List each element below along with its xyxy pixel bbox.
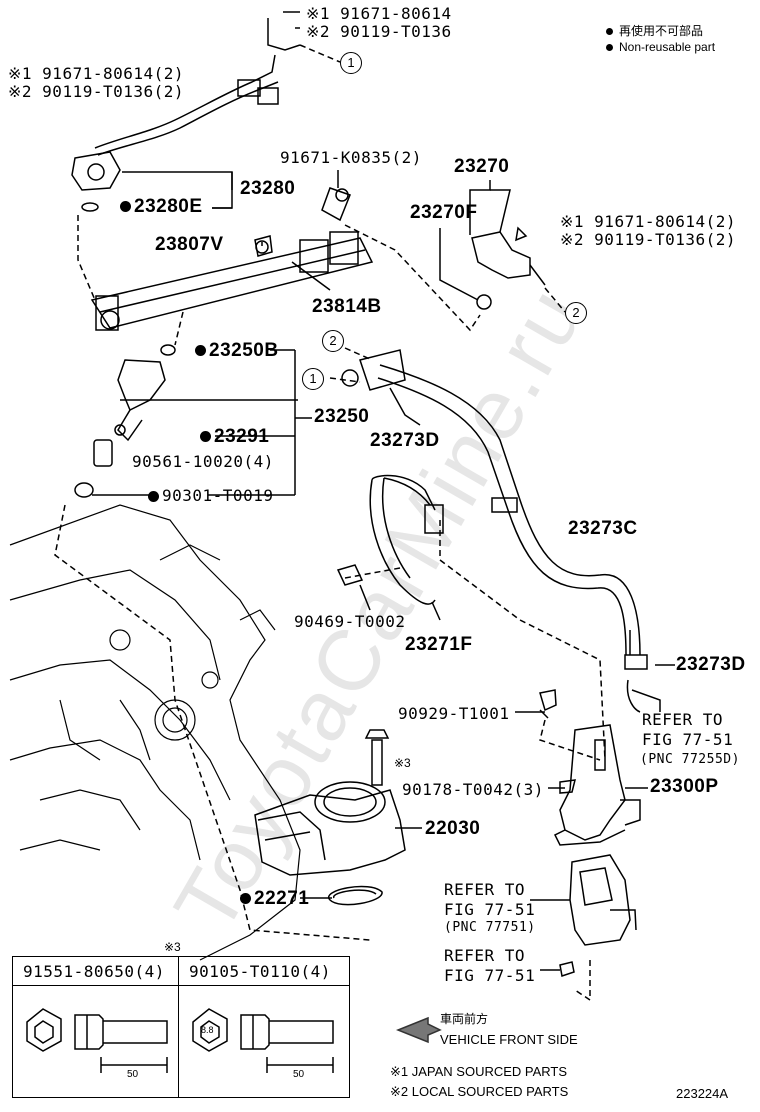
bolt-drawings	[26, 1008, 334, 1073]
label-23807V: 23807V	[155, 234, 224, 255]
label-refer-2a: REFER TO	[444, 880, 526, 899]
label-23270F: 23270F	[410, 202, 478, 223]
label-bolt-left-2: ※2 90119-T0136(2)	[8, 82, 185, 101]
label-90178-T0042: 90178-T0042(3)	[402, 780, 544, 799]
label-23814B: 23814B	[312, 296, 382, 317]
label-refer-3b: FIG 77-51	[444, 966, 536, 985]
front-side-en: VEHICLE FRONT SIDE	[440, 1032, 578, 1047]
injector	[117, 359, 166, 412]
note-local-sourced: ※2 LOCAL SOURCED PARTS	[390, 1084, 569, 1099]
label-23300P: 23300P	[650, 776, 719, 797]
fuel-pipe-bracket	[267, 18, 301, 51]
label-90561-10020: 90561-10020(4)	[132, 452, 274, 471]
label-bolt-top-1: ※1 91671-80614	[306, 4, 452, 23]
label-refer-3a: REFER TO	[444, 946, 526, 965]
label-refer-1c: (PNC 77255D)	[640, 752, 740, 767]
label-23250B: 23250B	[195, 340, 279, 362]
hose-23271F	[369, 479, 436, 605]
vacuum-tank-23300P	[559, 724, 626, 841]
label-23271F: 23271F	[405, 634, 473, 655]
label-22030: 22030	[425, 818, 481, 839]
throttle-body	[254, 789, 406, 876]
label-23280: 23280	[240, 178, 296, 199]
sensor-23270	[471, 231, 531, 279]
callout-1-top: 1	[340, 52, 362, 74]
note-japan-sourced: ※1 JAPAN SOURCED PARTS	[390, 1064, 568, 1079]
callout-2-right: 2	[565, 302, 587, 324]
label-23273D-upper: 23273D	[370, 430, 440, 451]
label-22271: 22271	[240, 888, 309, 910]
label-refer-1b: FIG 77-51	[642, 730, 734, 749]
label-bolt-left-1: ※1 91671-80614(2)	[8, 64, 185, 83]
label-91671-K0835: 91671-K0835(2)	[280, 148, 422, 167]
bolt-dim-2: 50	[293, 1069, 305, 1080]
bolt-table-col1: 91551-80650(4)	[23, 962, 165, 981]
hose-23273C	[379, 364, 641, 656]
label-23273D-lower: 23273D	[676, 654, 746, 675]
engine-block	[9, 504, 301, 961]
bolt-table-mark: ※3	[164, 940, 181, 954]
front-side-jp: 車両前方	[440, 1012, 489, 1026]
label-23280E: 23280E	[120, 196, 203, 218]
front-arrow	[395, 1016, 442, 1044]
legend-nonreusable-en: Non-reusable part	[606, 40, 715, 54]
fuel-pipe-top	[94, 54, 276, 149]
label-23291: 23291	[200, 426, 269, 448]
bolt-head-mark: 8.8	[201, 1025, 214, 1035]
bolt-table: 91551-80650(4) 90105-T0110(4) 50 50 8.8	[12, 956, 350, 1098]
label-refer-1a: REFER TO	[642, 710, 724, 729]
label-refer-2b: FIG 77-51	[444, 900, 536, 919]
callout-2-left: 2	[322, 330, 344, 352]
label-bolt-top-2: ※2 90119-T0136	[306, 22, 452, 41]
ecu-bracket	[569, 854, 631, 946]
label-90469-T0002: 90469-T0002	[294, 612, 406, 631]
label-90301-T0019: 90301-T0019	[148, 486, 273, 505]
figure-id: 223224A	[676, 1086, 729, 1101]
fuel-rail	[90, 237, 374, 329]
label-23273C: 23273C	[568, 518, 638, 539]
label-bolt-right-2: ※2 90119-T0136(2)	[560, 230, 737, 249]
label-23250: 23250	[314, 406, 370, 427]
label-23270: 23270	[454, 156, 510, 177]
label-bolt-right-1: ※1 91671-80614(2)	[560, 212, 737, 231]
sensor-23280	[71, 151, 121, 191]
label-bolt-3: ※3	[394, 756, 411, 770]
label-90929-T1001: 90929-T1001	[398, 704, 510, 723]
label-refer-2c: (PNC 77751)	[444, 920, 536, 935]
legend-nonreusable-jp: 再使用不可部品	[606, 22, 703, 39]
bolt-table-col2: 90105-T0110(4)	[189, 962, 331, 981]
callout-1-left: 1	[302, 368, 324, 390]
bolt-dim-1: 50	[127, 1069, 139, 1080]
